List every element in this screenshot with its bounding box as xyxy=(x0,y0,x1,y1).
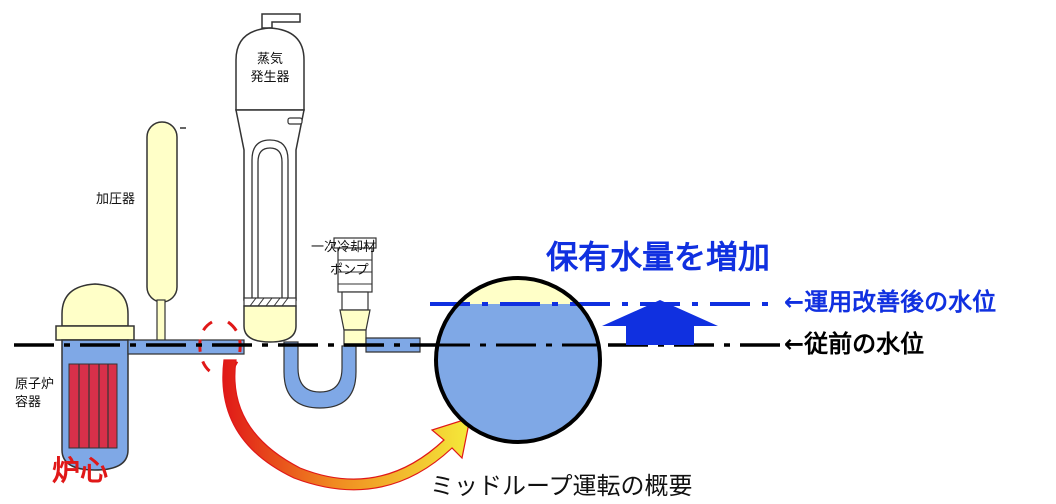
reactor-vessel xyxy=(55,283,135,471)
vessel-label-1: 原子炉 xyxy=(15,377,54,392)
pipe-cross-section xyxy=(434,276,602,444)
zoom-arrow xyxy=(222,359,471,491)
vessel-label-2: 容器 xyxy=(15,394,41,410)
pressurizer-label: 加圧器 xyxy=(96,192,135,207)
vessel-flange xyxy=(55,325,135,341)
steam-generator-label-2: 発生器 xyxy=(250,70,289,85)
diagram-caption: ミッドループ運転の概要 xyxy=(430,472,693,500)
vessel-dome xyxy=(61,283,129,327)
previous-level-label: ←従前の水位 xyxy=(784,330,924,358)
steam-generator xyxy=(235,13,305,343)
improved-level-label: ←運用改善後の水位 xyxy=(784,288,996,316)
pressurizer xyxy=(146,121,186,345)
core-label: 炉心 xyxy=(52,454,108,487)
pump-label-2: ポンプ xyxy=(330,263,369,278)
level-up-arrow xyxy=(602,300,718,345)
steam-generator-label-1: 蒸気 xyxy=(257,51,283,67)
pump-label-1: 一次冷却材 xyxy=(311,239,376,255)
piping xyxy=(127,337,421,409)
coolant-pump xyxy=(333,237,377,347)
increase-water-label: 保有水量を増加 xyxy=(546,238,770,276)
core-rods xyxy=(68,363,118,449)
